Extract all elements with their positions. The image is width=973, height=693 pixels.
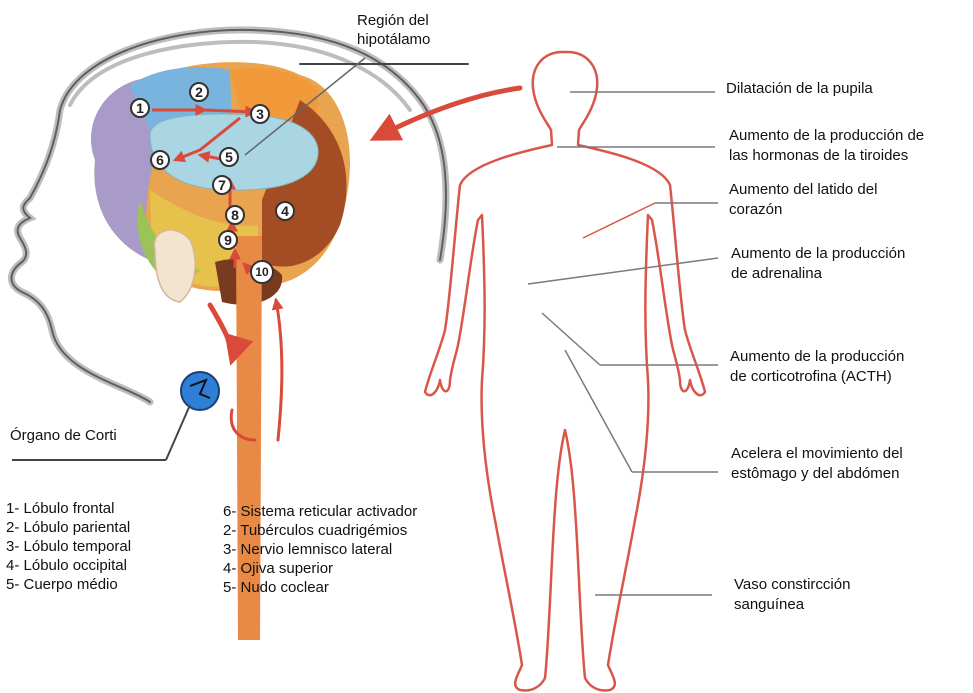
legend-item: 4- Ojiva superior: [223, 559, 417, 578]
effect-label-line: Acelera el movimiento del: [731, 444, 903, 464]
effect-label-line: Dilatación de la pupila: [726, 79, 873, 99]
brain-number-badge: 6: [150, 150, 170, 170]
effect-adrenaline-label: Aumento de la producción de adrenalina: [731, 244, 905, 284]
legend-item: 2- Tubérculos cuadrigémios: [223, 521, 417, 540]
legend-item: 4- Lóbulo occipital: [6, 556, 131, 575]
effect-label-line: Aumento del latido del: [729, 180, 877, 200]
effect-heart-label: Aumento del latido del corazón: [729, 180, 877, 220]
effect-vessels-label: Vaso constircción sanguínea: [734, 575, 850, 615]
brain-number-badge: 2: [189, 82, 209, 102]
effect-stomach-label: Acelera el movimiento del estômago y del…: [731, 444, 903, 484]
effect-label-line: Vaso constircción: [734, 575, 850, 595]
brain-number-badge: 7: [212, 175, 232, 195]
legend-left: 1- Lóbulo frontal 2- Lóbulo pariental 3-…: [6, 499, 131, 594]
legend-item: 1- Lóbulo frontal: [6, 499, 131, 518]
effect-label-line: Aumento de la producción: [730, 347, 904, 367]
effect-label-line: de adrenalina: [731, 264, 905, 284]
effect-label-line: Aumento de la producción de: [729, 126, 924, 146]
hypothalamus-label-line: hipotálamo: [357, 30, 430, 49]
brain-number-badge: 3: [250, 104, 270, 124]
legend-item: 2- Lóbulo pariental: [6, 518, 131, 537]
hypothalamus-label: Región del hipotálamo: [357, 11, 430, 49]
brain-number-badge: 1: [130, 98, 150, 118]
legend-item: 5- Nudo coclear: [223, 578, 417, 597]
legend-item: 6- Sistema reticular activador: [223, 502, 417, 521]
brain-number-badge: 9: [218, 230, 238, 250]
brain-number-badge: 5: [219, 147, 239, 167]
legend-item: 3- Nervio lemnisco lateral: [223, 540, 417, 559]
hypothalamus-label-line: Región del: [357, 11, 430, 30]
effect-label-line: corazón: [729, 200, 877, 220]
effect-label-line: sanguínea: [734, 595, 850, 615]
effect-label-line: de corticotrofina (ACTH): [730, 367, 904, 387]
effect-acth-label: Aumento de la producción de corticotrofi…: [730, 347, 904, 387]
legend-item: 5- Cuerpo médio: [6, 575, 131, 594]
effect-label-line: estômago y del abdómen: [731, 464, 903, 484]
legend-item: 3- Lóbulo temporal: [6, 537, 131, 556]
brain-number-badge: 8: [225, 205, 245, 225]
organ-of-corti-label: Órgano de Corti: [10, 426, 117, 446]
effect-label-line: las hormonas de la tiroides: [729, 146, 924, 166]
effect-thyroid-label: Aumento de la producción de las hormonas…: [729, 126, 924, 166]
legend-right: 6- Sistema reticular activador 2- Tubérc…: [223, 502, 417, 597]
effect-label-line: Aumento de la producción: [731, 244, 905, 264]
brain-number-badge: 10: [250, 260, 274, 284]
effect-pupil-label: Dilatación de la pupila: [726, 79, 873, 99]
brain-number-badge: 4: [275, 201, 295, 221]
